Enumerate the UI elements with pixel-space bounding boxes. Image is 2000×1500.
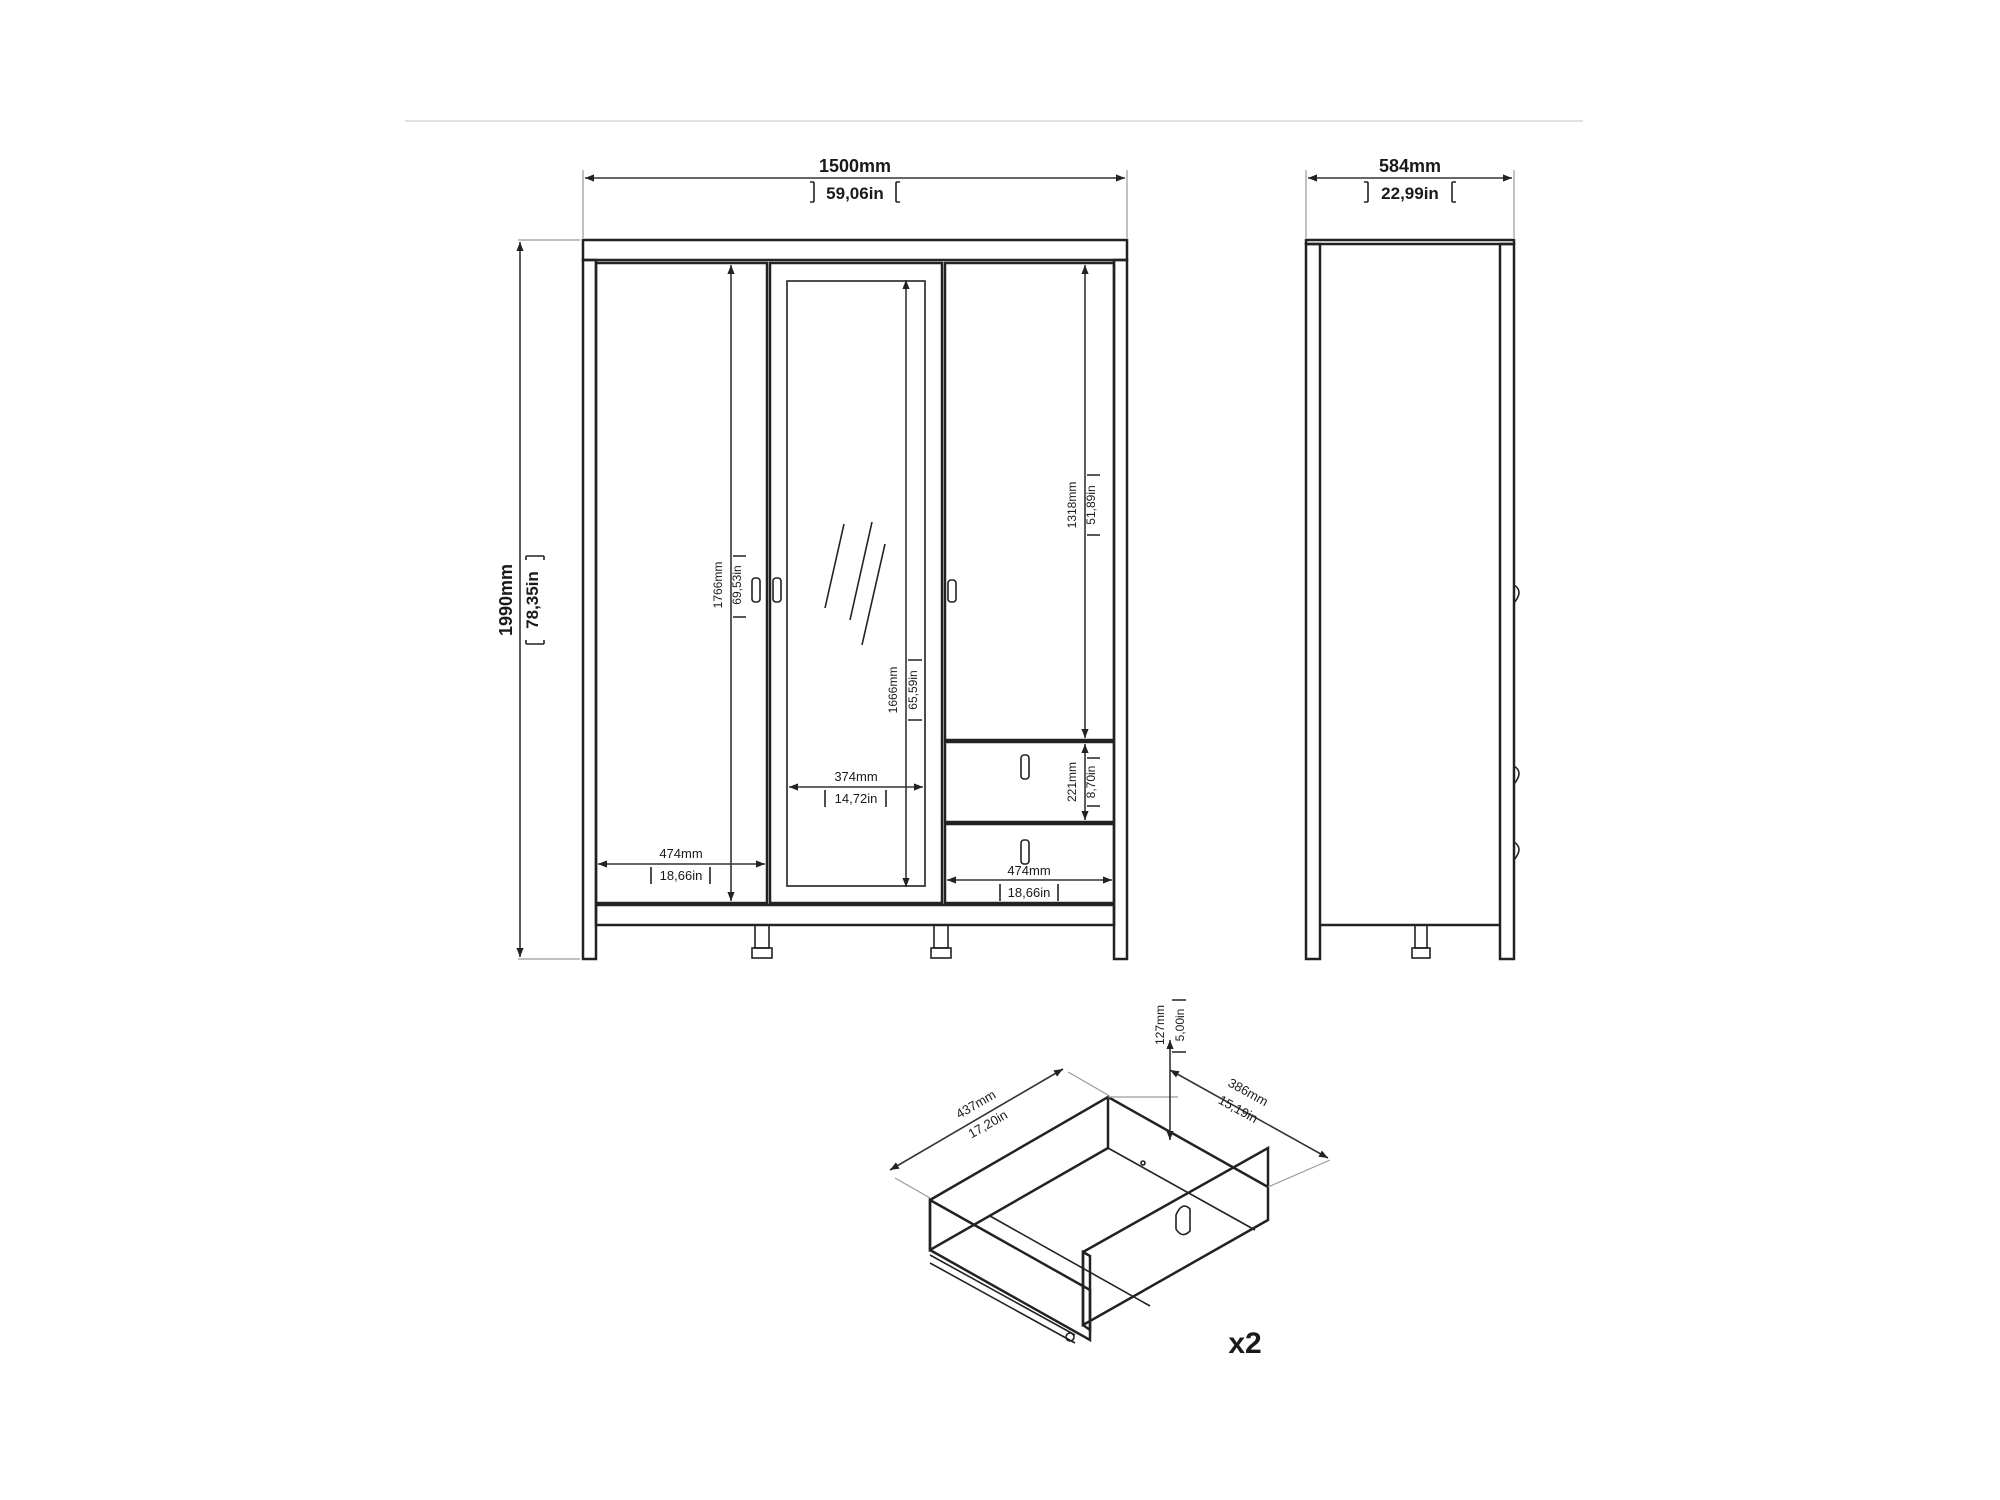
drawer-bottom-edge — [989, 1215, 1151, 1307]
side-back-post — [1498, 242, 1516, 961]
drawer-handle — [1175, 1205, 1191, 1236]
front-width-mm: 1500mm — [819, 156, 891, 176]
left-door-height-in: 69,53in — [730, 565, 744, 604]
drawer-height-mm: 127mm — [1153, 1005, 1167, 1045]
drawer-width-line — [889, 1068, 1064, 1171]
front-width-in: 59,06in — [826, 184, 884, 203]
side-depth-mm: 584mm — [1379, 156, 1441, 176]
wardrobe-top — [581, 238, 1129, 262]
drawer-detail: 437mm 17,20in 127mm 5,00in 386mm 15,19in… — [889, 999, 1331, 1360]
drawer-bottom-edge — [929, 1249, 1091, 1341]
drawer-height-in: 5,00in — [1173, 1009, 1187, 1042]
right-door-handle — [947, 579, 957, 603]
side-handle-profile — [1513, 584, 1520, 604]
upper-drawer-handle — [1020, 754, 1030, 780]
runner-wheel — [1065, 1332, 1075, 1342]
lower-drawer-handle — [1020, 839, 1030, 865]
front-foot — [933, 924, 949, 949]
drawer-runner — [929, 1254, 1076, 1344]
front-view: 1500mm 59,06in 1990mm 78,35in 1766mm 69,… — [496, 156, 1129, 961]
right-door-height-mm: 1318mm — [1065, 482, 1079, 529]
side-front-post — [1304, 242, 1322, 961]
right-door-height-in: 51,89in — [1084, 485, 1098, 524]
left-door-width-in: 18,66in — [660, 868, 703, 883]
side-top — [1304, 238, 1516, 246]
mirror-width-in: 14,72in — [835, 791, 878, 806]
side-depth-in: 22,99in — [1381, 184, 1439, 203]
drawer-width-in: 18,66in — [1008, 885, 1051, 900]
drawer-height-in: 8,70in — [1084, 766, 1098, 799]
mirror-door — [768, 261, 944, 905]
side-foot — [1414, 924, 1428, 949]
mirror-height-in: 65,59in — [906, 670, 920, 709]
mirror-reflection — [861, 543, 886, 646]
right-door — [943, 261, 1116, 742]
front-height-mm: 1990mm — [496, 564, 516, 636]
front-foot — [751, 947, 773, 959]
front-foot — [930, 947, 952, 959]
left-door-width-mm: 474mm — [659, 846, 702, 861]
side-handle-profile — [1513, 765, 1520, 785]
front-height-in: 78,35in — [523, 571, 542, 629]
mirror-reflection — [824, 523, 845, 609]
drawer-back-hole — [1140, 1160, 1146, 1166]
left-door-height-mm: 1766mm — [711, 562, 725, 609]
side-handle-profile — [1513, 841, 1520, 861]
side-view: 584mm 22,99in — [1304, 156, 1520, 961]
front-foot — [754, 924, 770, 949]
upper-drawer — [943, 740, 1116, 824]
left-door — [594, 261, 769, 905]
left-side-panel — [581, 258, 598, 961]
mirror-door-handle — [772, 577, 782, 603]
drawer-front-face — [1081, 1249, 1092, 1333]
drawer-depth-line — [1169, 1069, 1329, 1159]
mirror-glass — [786, 280, 926, 887]
lower-drawer — [943, 822, 1116, 905]
mirror-height-mm: 1666mm — [886, 667, 900, 714]
drawer-width-mm: 474mm — [1007, 863, 1050, 878]
drawer-height-mm: 221mm — [1065, 762, 1079, 802]
drawer-quantity: x2 — [1228, 1327, 1261, 1360]
drawer-back-panel — [928, 1094, 1110, 1253]
mirror-width-mm: 374mm — [834, 769, 877, 784]
drawer-left-side — [928, 1197, 1092, 1343]
bottom-rail — [594, 903, 1116, 927]
mirror-reflection — [849, 521, 873, 621]
left-door-handle — [751, 577, 761, 603]
side-foot — [1411, 947, 1431, 959]
drawer-right-side-edge — [1107, 1147, 1256, 1231]
right-side-panel — [1112, 258, 1129, 961]
